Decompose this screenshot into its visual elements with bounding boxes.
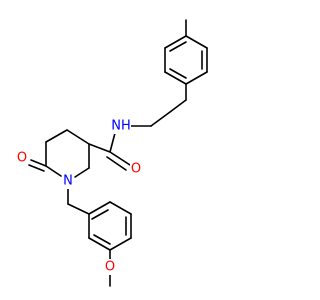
- bond: [45, 129, 68, 143]
- methoxybenzyl-group: [67, 186, 132, 287]
- atom-label-bg: [130, 161, 142, 177]
- atom-label-bg: [111, 118, 131, 134]
- molecule-structure: NH O N O O: [16, 19, 208, 287]
- bond: [45, 165, 62, 177]
- bond: [106, 156, 127, 171]
- bond: [28, 164, 45, 172]
- bond: [74, 167, 90, 178]
- bond: [93, 234, 111, 245]
- structure-canvas: NH O N O O: [16, 19, 208, 287]
- bond: [88, 237, 111, 251]
- bond: [164, 35, 187, 49]
- propyl-chain: [130, 83, 187, 127]
- bond: [67, 203, 90, 215]
- bond: [66, 129, 90, 145]
- atom-label-bg: [62, 173, 74, 189]
- atom-label-o-ether: O: [105, 260, 115, 275]
- bond: [185, 71, 208, 85]
- bond: [30, 159, 47, 167]
- bond: [109, 132, 116, 153]
- atom-label-bg: [16, 150, 28, 166]
- bond: [88, 201, 111, 215]
- atom-labels: NH O N O O: [16, 118, 142, 275]
- atom-label-n-ring: N: [63, 174, 73, 189]
- atom-label-bg: [104, 259, 116, 275]
- bond: [169, 68, 187, 79]
- atom-label-o-lactam: O: [17, 151, 27, 166]
- bond: [164, 71, 187, 85]
- bond: [185, 35, 208, 49]
- bond: [169, 41, 187, 52]
- amide-group: [88, 132, 131, 171]
- piperidinone-ring: [28, 129, 90, 178]
- bond: [150, 111, 171, 127]
- bond: [109, 151, 131, 166]
- atom-label-o-amide: O: [131, 162, 141, 177]
- tolyl-ring: [164, 19, 208, 85]
- bond: [169, 99, 187, 113]
- bond: [109, 201, 132, 215]
- bond: [109, 237, 132, 251]
- atom-label-n-amide: NH: [111, 119, 131, 134]
- bond: [88, 143, 111, 153]
- bond: [91, 209, 109, 220]
